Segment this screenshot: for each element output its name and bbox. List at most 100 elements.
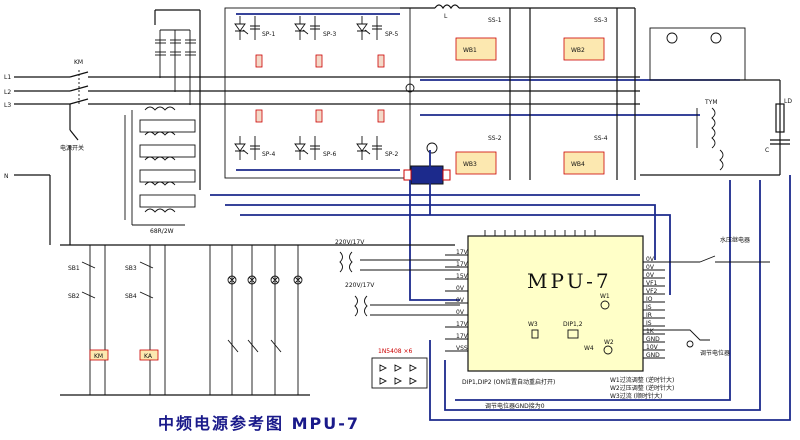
pot-label-w4: W4 — [584, 345, 594, 352]
thyristor-symbol — [356, 136, 371, 160]
chip-left-pin: 0V — [456, 309, 465, 316]
phase-label-2: L2 — [4, 89, 11, 96]
thyristor-label-3: SP-5 — [385, 31, 398, 38]
scr-label-2: SS-3 — [594, 17, 608, 24]
pot-label-w3: W3 — [528, 321, 538, 328]
button-label-3: SB3 — [125, 265, 137, 272]
dc-bus: L — [400, 4, 635, 185]
chip-left-pin: 17V — [456, 333, 469, 340]
chip-left-pin: 17V — [456, 249, 469, 256]
chip-left-pin: VSS — [456, 345, 468, 352]
thyristor-label-5: SP-6 — [323, 151, 336, 158]
pulse-board-label-2: WB2 — [571, 47, 585, 54]
snubber-capacitor — [250, 16, 260, 40]
coil-label: LD — [784, 98, 792, 105]
remote-label: 水压继电器 — [720, 236, 750, 244]
dip-label: DIP1,2 — [563, 321, 583, 328]
thyristor-symbol — [234, 136, 249, 160]
indicator-lamp-2 — [247, 275, 257, 285]
note-dip: DIP1,DIP2 (ON位置自动重启打开) — [462, 378, 555, 386]
pulse-board-2 — [563, 37, 605, 61]
thyristor-label-4: SP-4 — [262, 151, 275, 158]
load-meter-1 — [666, 32, 678, 44]
tym-label: TYM — [704, 99, 718, 106]
transformer-label-2: 220V/17V — [345, 282, 375, 289]
capacitor-label: C — [765, 147, 769, 154]
thyristor-label-2: SP-3 — [323, 31, 336, 38]
phase-label-1: L1 — [4, 74, 11, 81]
chip-right-pin: IS — [646, 320, 652, 327]
rectifier-bridge: SP-1 SP-3 SP-5 SP-4 SP-6 SP-2 — [224, 7, 411, 179]
pulse-board-4 — [563, 151, 605, 175]
inverter-section: WB1 WB2 WB3 WB4 SS-1 SS-3 SS-2 SS-4 — [420, 8, 740, 180]
control-wiring — [210, 150, 791, 421]
snubber-capacitor — [250, 136, 260, 160]
phase-label-3: L3 — [4, 102, 11, 109]
chip-right-pin: 0V — [646, 256, 655, 263]
snubber-capacitor — [372, 136, 382, 160]
pulse-board-label-3: WB3 — [463, 161, 477, 168]
pot-w3[interactable] — [531, 329, 539, 339]
note-w1: W1过流调整 (逆时针大) — [610, 376, 674, 384]
diode-label: 1N5408 ×6 — [378, 348, 413, 355]
relay-label-km: KM — [94, 353, 103, 360]
button-label-2: SB2 — [68, 293, 80, 300]
snubber-capacitor — [372, 16, 382, 40]
neutral-label: N — [4, 173, 9, 180]
pot-label-w1: W1 — [600, 293, 610, 300]
inductor-label: L — [444, 13, 448, 20]
chip-left-pin: 17V — [456, 321, 469, 328]
indicator-lamp-1 — [227, 275, 237, 285]
thyristor-symbol — [356, 16, 371, 40]
power-switch-label: 电源开关 — [60, 144, 84, 152]
note-w3: W3过流 (顺时针大) — [610, 392, 662, 400]
chip-right-pin: 10V — [646, 344, 659, 351]
relay-label-ka: KA — [144, 353, 153, 360]
note-gnd: 调节电位器GND接为0 — [485, 402, 545, 410]
chip-right-pin: IS — [646, 304, 652, 311]
pot-label: 调节电位器 — [700, 349, 730, 357]
transformer-label-1: 220V/17V — [335, 239, 365, 246]
chip-right-pin: 0V — [646, 264, 655, 271]
control-transformers: 220V/17V 220V/17V — [60, 239, 460, 396]
scr-label-1: SS-1 — [488, 17, 502, 24]
chip-left-pin: 0V — [456, 297, 465, 304]
note-w2: W2过压调整 (逆时针大) — [610, 384, 674, 392]
three-phase-input: L1 L2 L3 N KM 电源开关 — [4, 59, 640, 245]
chip-right-pin: 0V — [646, 272, 655, 279]
chip-left-pin: 0V — [456, 285, 465, 292]
chip-left-pin: 17V — [456, 261, 469, 268]
pulse-board-label-4: WB4 — [571, 161, 585, 168]
pulse-board-3 — [455, 151, 497, 175]
pulse-board-label-1: WB1 — [463, 47, 477, 54]
button-label-1: SB1 — [68, 265, 80, 272]
dip-switch[interactable] — [567, 329, 579, 339]
button-label-4: SB4 — [125, 293, 137, 300]
pot-label-w2: W2 — [604, 339, 614, 346]
pulse-board-1 — [455, 37, 497, 61]
chip-right-pin: IR — [646, 312, 652, 319]
chip-right-pin: GND — [646, 352, 660, 359]
load-circuit: TYM LD C — [640, 27, 792, 176]
diagram-title: 中频电源参考图 MPU-7 — [158, 414, 360, 433]
mpu7-board — [467, 235, 644, 372]
chip-right-pin: VF1 — [646, 280, 658, 287]
chip-right-pin: GND — [646, 336, 660, 343]
km-label: KM — [74, 59, 83, 66]
thyristor-label-6: SP-2 — [385, 151, 398, 158]
thyristor-symbol — [294, 16, 309, 40]
scr-label-4: SS-4 — [594, 135, 608, 142]
chip-name: MPU-7 — [527, 269, 612, 293]
pot-w1[interactable] — [600, 300, 610, 310]
control-panel: SB1 SB2 SB3 SB4 KM KA — [68, 245, 303, 395]
chip-right-pin: IO — [646, 296, 653, 303]
thyristor-symbol — [234, 16, 249, 40]
chip-left-pin: 15V — [456, 273, 469, 280]
indicator-lamp-4 — [293, 275, 303, 285]
relay-km — [89, 349, 109, 361]
chip-right-pin: VF2 — [646, 288, 658, 295]
relay-ka — [139, 349, 159, 361]
pot-w2[interactable] — [603, 345, 613, 355]
